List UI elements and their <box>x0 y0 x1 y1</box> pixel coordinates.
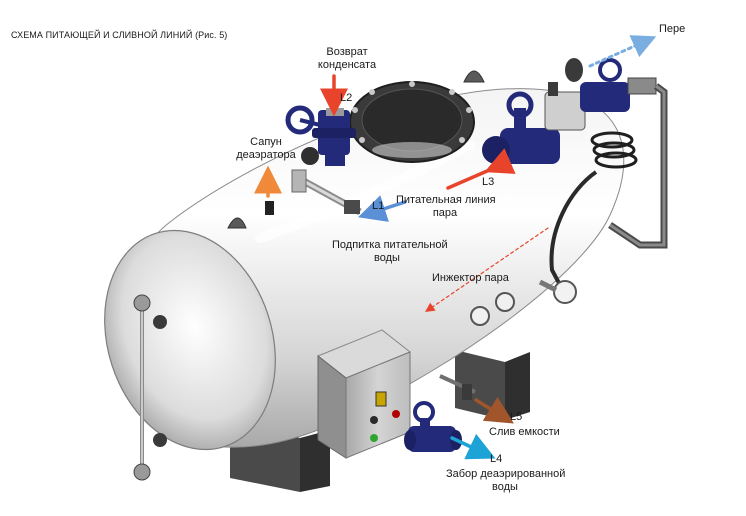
feed-water-line2: воды <box>374 252 400 264</box>
return-condensate-line2: конденсата <box>317 59 377 71</box>
top-dotted-arrow <box>588 35 657 68</box>
intake-line1: Забор деаэрированной <box>446 468 566 480</box>
vent-line1: Сапун <box>250 136 282 148</box>
l2-code: L2 <box>340 92 353 104</box>
flow-arrows <box>254 35 657 460</box>
steam-feed-label: Питательная линия пара <box>396 194 496 220</box>
l4-code: L4 <box>490 453 503 465</box>
vent-line2: деаэратора <box>236 149 296 161</box>
drain-arrow <box>474 396 514 424</box>
feed-water-fitting-icon <box>291 147 362 216</box>
control-box-icon <box>317 329 411 459</box>
feed-water-label: Подпитка питательной воды <box>332 239 448 265</box>
steam-feed-line2: пара <box>432 207 458 219</box>
steam-feed-arrow <box>446 148 516 190</box>
pressure-gauge-icon <box>470 279 577 326</box>
l1-code: L1 <box>372 200 385 212</box>
vent-icon <box>265 201 274 215</box>
steam-coil-icon <box>549 83 668 286</box>
cut-off-label: Пере <box>659 23 686 35</box>
feed-water-line1: Подпитка питательной <box>332 239 448 251</box>
return-condensate-line1: Возврат <box>326 46 368 58</box>
steam-feed-line1: Питательная линия <box>396 194 496 206</box>
vent-label: Сапун деаэратора <box>234 136 298 162</box>
diagram-title: СХЕМА ПИТАЮЩЕЙ И СЛИВНОЙ ЛИНИЙ (Рис. 5) <box>11 30 228 40</box>
injector-dotted-arrow <box>425 227 549 313</box>
injector-label: Инжектор пара <box>432 272 509 284</box>
intake-label: Забор деаэрированной воды <box>446 468 566 494</box>
manhole-cover-icon <box>349 81 475 163</box>
l3-code: L3 <box>482 176 495 188</box>
l5-code: L5 <box>510 411 523 423</box>
intake-valve-icon <box>404 401 462 452</box>
intake-line2: воды <box>492 481 518 493</box>
tank-icon <box>104 88 625 451</box>
return-condensate-label: Возврат конденсата <box>314 46 380 72</box>
intake-arrow <box>450 433 496 460</box>
drain-label: Слив емкости <box>489 426 560 438</box>
return-condensate-valve-icon <box>285 105 356 166</box>
drain-pipe-icon <box>439 374 476 400</box>
lifting-lugs <box>227 70 485 229</box>
steam-valve-icon <box>482 58 657 164</box>
feed-water-arrow <box>358 195 407 222</box>
level-gauge-icon <box>133 294 167 481</box>
